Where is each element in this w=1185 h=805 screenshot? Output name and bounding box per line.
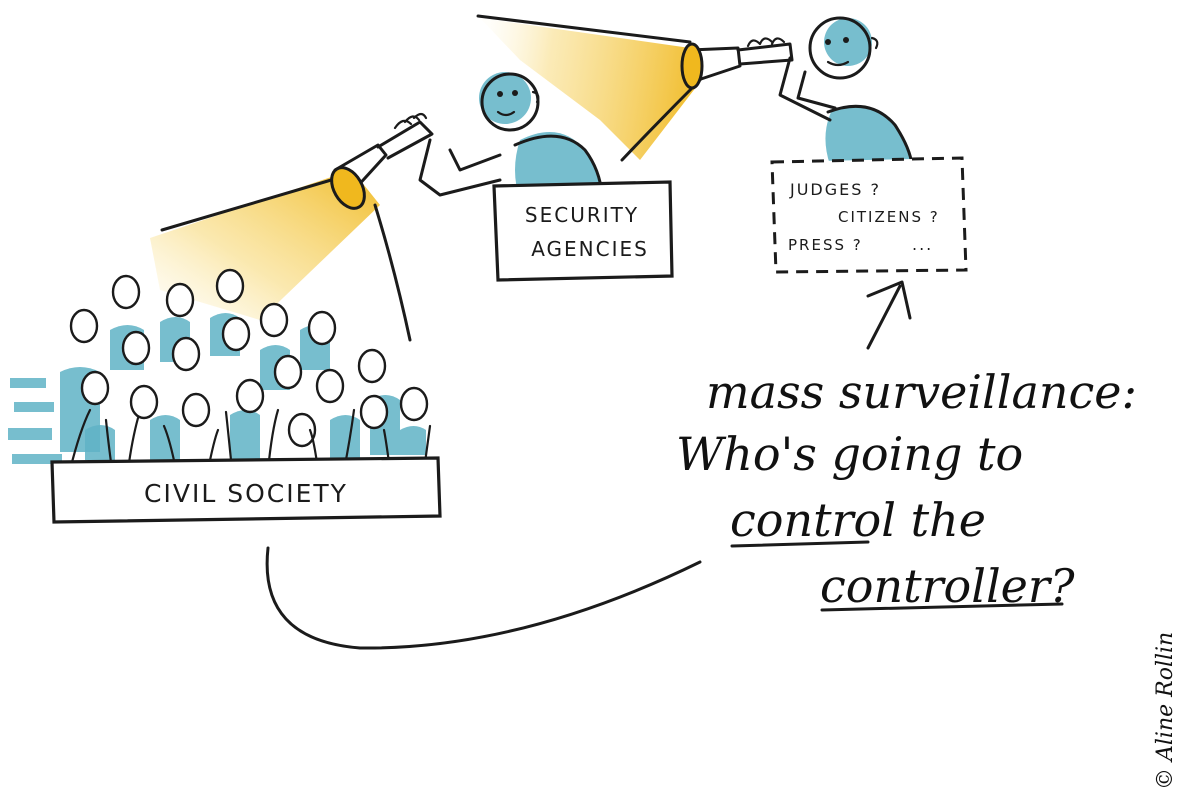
security-agencies-label-line1: SECURITY [525,203,639,227]
up-arrow-icon [866,280,912,350]
overseers-box: JUDGES ? CITIZENS ? PRESS ? ... [770,156,968,274]
security-agencies-label-line2: AGENCIES [531,237,649,261]
beam-edge-line [476,14,692,44]
security-agencies-box: SECURITY AGENCIES [492,180,674,282]
citizens-label: CITIZENS ? [838,208,940,226]
flashlight-icon [330,112,434,210]
underline-control [730,540,870,548]
judges-label: JUDGES ? [789,180,881,199]
flashlight-beam-upper [480,18,700,160]
press-label: PRESS ? [788,236,863,254]
ellipsis-label: ... [912,235,933,254]
beam-edge-line [373,203,412,342]
caption-line-2: Who's going to [676,427,1023,481]
underline-controller [820,602,1064,612]
flashlight-icon [680,37,794,90]
artist-signature: © Aline Rollin [1153,632,1178,790]
crowd [8,268,432,472]
flashlight-beam-lower [150,170,380,320]
connecting-curve [265,546,702,650]
caption-line-1: mass surveillance: [706,365,1137,419]
beam-edge-line [160,176,340,232]
caption: mass surveillance: Who's going to contro… [676,365,1137,613]
civil-society-label: CIVIL SOCIETY [144,479,348,508]
civil-society-box: CIVIL SOCIETY [50,456,442,524]
caption-line-3: control the [730,493,986,547]
overseer-figure [778,16,914,167]
